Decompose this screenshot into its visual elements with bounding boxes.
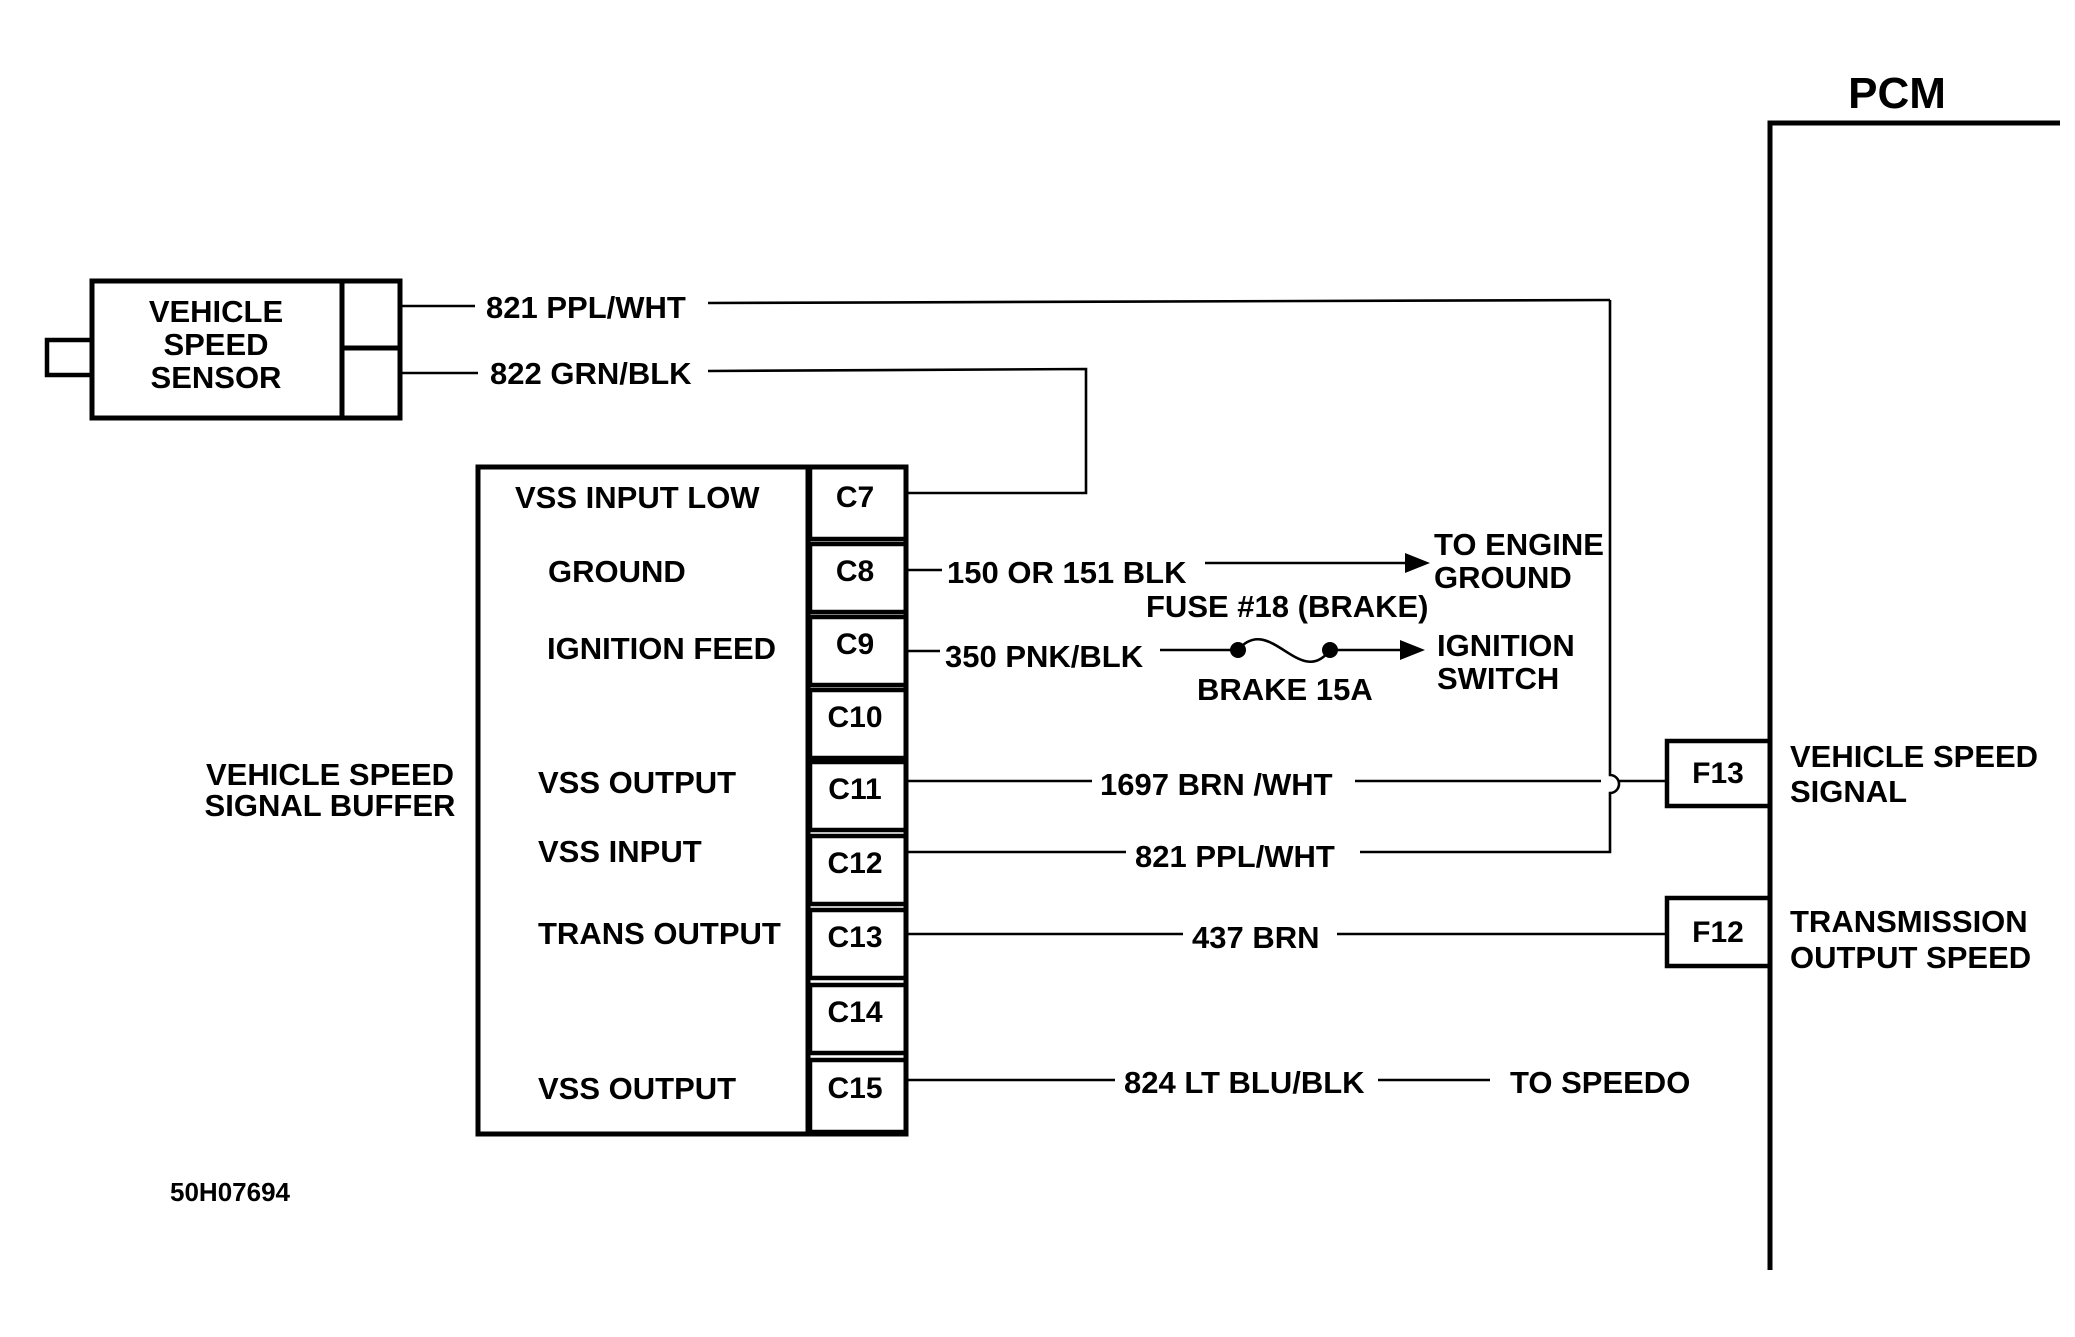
wire-822: 822 GRN/BLK bbox=[400, 356, 1088, 495]
pcm-pin-f12-box bbox=[1664, 895, 1773, 969]
wire-437: 437 BRN bbox=[906, 920, 1667, 955]
buffer-label-line2: SIGNAL BUFFER bbox=[205, 788, 456, 823]
wire-label-437: 437 BRN bbox=[1192, 920, 1320, 955]
fuse-label: FUSE #18 (BRAKE) bbox=[1146, 589, 1429, 624]
pcm-pin-f12-label: F12 bbox=[1692, 916, 1744, 949]
wire-label-822: 822 GRN/BLK bbox=[490, 356, 692, 391]
wire-ground: 150 OR 151 BLK TO ENGINE GROUND bbox=[906, 527, 1604, 595]
pin-c12-function: VSS INPUT bbox=[538, 834, 702, 869]
pin-c12-label: C12 bbox=[827, 847, 882, 880]
fuse-symbol bbox=[1237, 637, 1332, 664]
pin-c7-label: C7 bbox=[836, 481, 874, 514]
pin-c15-label: C15 bbox=[827, 1072, 882, 1105]
wire-label-824: 824 LT BLU/BLK bbox=[1124, 1065, 1365, 1100]
pin-c13-function: TRANS OUTPUT bbox=[538, 916, 781, 951]
pin-c11-label: C11 bbox=[828, 773, 881, 806]
pin-c8-label: C8 bbox=[836, 555, 874, 588]
wire-label-ignition: 350 PNK/BLK bbox=[945, 639, 1144, 674]
pcm-pin-f12-desc-line1: TRANSMISSION bbox=[1790, 904, 2028, 939]
pin-c7-function: VSS INPUT LOW bbox=[515, 480, 760, 515]
wire-label-ground: 150 OR 151 BLK bbox=[947, 555, 1187, 590]
pin-c10-label: C10 bbox=[827, 701, 882, 734]
pin-c15-function: VSS OUTPUT bbox=[538, 1071, 736, 1106]
pcm-pin-f12: F12 TRANSMISSION OUTPUT SPEED bbox=[1664, 895, 2031, 975]
pin-c10-box bbox=[807, 687, 909, 761]
dest-engine-ground-line2: GROUND bbox=[1434, 560, 1572, 595]
pin-c9-label: C9 bbox=[836, 628, 874, 661]
wire-label-821-sensor: 821 PPL/WHT bbox=[486, 290, 686, 325]
pin-c11-function: VSS OUTPUT bbox=[538, 765, 736, 800]
sensor-label-line1: VEHICLE bbox=[149, 294, 283, 329]
pin-c12-box bbox=[807, 833, 909, 907]
wire-824: 824 LT BLU/BLK TO SPEEDO bbox=[906, 1065, 1690, 1100]
pin-c11-box bbox=[807, 759, 909, 833]
buffer-label-line1: VEHICLE SPEED bbox=[206, 757, 454, 792]
vehicle-speed-signal-buffer: VEHICLE SPEED SIGNAL BUFFER C7 C8 C9 C10… bbox=[205, 464, 909, 1137]
dest-speedo: TO SPEEDO bbox=[1510, 1065, 1690, 1100]
pin-c14-box bbox=[807, 982, 909, 1056]
wire-label-821-buffer: 821 PPL/WHT bbox=[1135, 839, 1335, 874]
pcm-pin-f13: F13 VEHICLE SPEED SIGNAL bbox=[1664, 738, 2038, 809]
pcm-module: PCM bbox=[1767, 69, 2060, 1270]
pcm-pin-f13-box bbox=[1664, 738, 1773, 809]
pcm-outline bbox=[1767, 120, 2060, 1270]
dest-engine-ground-line1: TO ENGINE bbox=[1434, 527, 1604, 562]
dest-ignition-line1: IGNITION bbox=[1437, 628, 1575, 663]
sensor-label-line3: SENSOR bbox=[151, 360, 282, 395]
pin-c7-box bbox=[807, 464, 909, 542]
pcm-pin-f13-desc-line2: SIGNAL bbox=[1790, 774, 1907, 809]
pin-c8-box bbox=[807, 541, 909, 615]
dest-ignition-line2: SWITCH bbox=[1437, 661, 1559, 696]
vehicle-speed-sensor: VEHICLE SPEED SENSOR bbox=[44, 278, 403, 421]
wire-821-buffer: 821 PPL/WHT bbox=[906, 839, 1335, 874]
pin-c15-box bbox=[807, 1057, 909, 1135]
sensor-connector-stub bbox=[44, 337, 95, 378]
pcm-title: PCM bbox=[1848, 69, 1946, 118]
wire-ignition: 350 PNK/BLK FUSE #18 (BRAKE) BRAKE 15A I… bbox=[906, 589, 1575, 707]
pin-c9-function: IGNITION FEED bbox=[547, 631, 776, 666]
ground-arrowhead bbox=[1405, 553, 1430, 573]
pin-c13-box bbox=[807, 907, 909, 981]
pin-c8-function: GROUND bbox=[548, 554, 686, 589]
wire-1697: 1697 BRN /WHT bbox=[906, 767, 1667, 802]
figure-code: 50H07694 bbox=[170, 1177, 291, 1207]
wire-821-sensor: 821 PPL/WHT bbox=[400, 290, 1621, 854]
pcm-pin-f12-desc-line2: OUTPUT SPEED bbox=[1790, 940, 2031, 975]
pin-c13-label: C13 bbox=[827, 921, 882, 954]
pcm-pin-f13-desc-line1: VEHICLE SPEED bbox=[1790, 739, 2038, 774]
fuse-rating: BRAKE 15A bbox=[1197, 672, 1373, 707]
ignition-arrowhead bbox=[1400, 640, 1425, 660]
wire-label-1697: 1697 BRN /WHT bbox=[1100, 767, 1333, 802]
pcm-pin-f13-label: F13 bbox=[1692, 757, 1744, 790]
sensor-label-line2: SPEED bbox=[163, 327, 268, 362]
pin-c14-label: C14 bbox=[827, 996, 882, 1029]
fuse-terminal-left bbox=[1230, 642, 1246, 658]
